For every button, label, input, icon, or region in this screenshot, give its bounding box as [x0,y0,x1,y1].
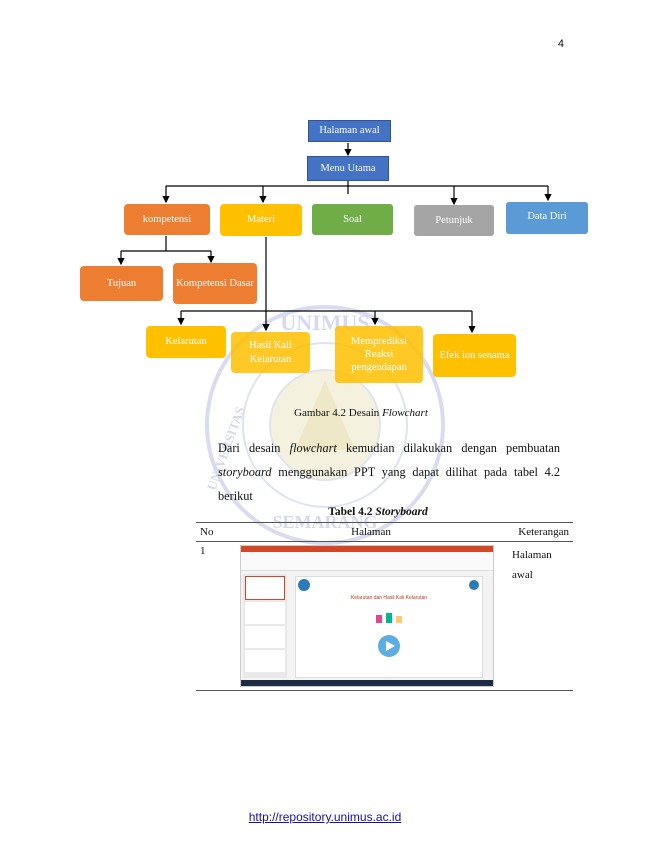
logo-icon [298,579,310,591]
data-diri-label: Data Diri [527,211,567,222]
figure-caption-prefix: Gambar 4.2 Desain [294,407,383,419]
table-caption-italic: Storyboard [375,506,428,518]
menu-utama-label: Menu Utama [320,162,376,174]
para-text-3: menggunakan PPT yang dapat dilihat pada … [271,465,560,479]
keterangan-line-1: Halaman [512,549,552,561]
halaman-awal-box: Halaman awal [308,120,391,142]
figure-caption: Gambar 4.2 Desain Flowchart [196,407,526,419]
kompetensi-dasar-box: Kompetensi Dasar [173,263,257,304]
ribbon-toolbar [241,552,493,571]
data-diri-box: Data Diri [506,202,588,234]
menu-utama-box: Menu Utama [307,156,389,181]
body-paragraph: Dari desain flowchart kemudian dilakukan… [218,436,560,508]
para-text-1: Dari desain [218,441,290,455]
keterangan-line-2: awal [512,569,533,581]
hasil-kali-kelarutan-box: Hasil Kali Kelarutan [231,332,310,373]
storyboard-table: No Halaman Keterangan 1 [196,522,573,691]
halaman-awal-label: Halaman awal [319,125,380,137]
para-italic-flowchart: flowchart [289,441,337,455]
play-button-icon [378,635,400,657]
para-text-4: berikut [218,489,253,503]
page-number: 4 [557,38,564,50]
table-header-row: No Halaman Keterangan [196,522,573,542]
kompetensi-dasar-label: Kompetensi Dasar [176,277,254,289]
memprediksi-label: Memprediksi Reaksi pengendapan [351,335,407,374]
info-icon [469,580,479,590]
slide-canvas: Kelarutan dan Hasil Kali Kelarutan [295,576,483,678]
table-row: 1 Kela [196,541,573,691]
kelarutan-box: Kelarutan [146,326,226,358]
para-text-2: kemudian dilakukan dengan pembuatan [336,441,560,455]
memprediksi-box: Memprediksi Reaksi pengendapan [335,326,423,383]
cell-halaman: Kelarutan dan Hasil Kali Kelarutan [236,541,506,691]
soal-label: Soal [343,213,362,225]
cell-no: 1 [196,541,236,691]
header-no: No [196,522,236,542]
petunjuk-label: Petunjuk [435,214,473,226]
slide-title: Kelarutan dan Hasil Kali Kelarutan [350,595,428,601]
slide-screenshot: Kelarutan dan Hasil Kali Kelarutan [240,545,494,687]
repository-link[interactable]: http://repository.unimus.ac.id [248,810,402,824]
kompetensi-box: kompetensi [124,204,210,235]
tujuan-label: Tujuan [106,277,137,289]
header-halaman: Halaman [236,522,506,542]
figure-caption-italic: Flowchart [382,407,428,419]
kompetensi-label: kompetensi [142,213,192,225]
materi-label: Materi [247,214,275,226]
table-caption-prefix: Tabel 4.2 [328,506,376,518]
kelarutan-label: Kelarutan [165,336,207,348]
soal-box: Soal [312,204,393,235]
header-keterangan: Keterangan [506,522,573,542]
beaker-illustration [374,611,404,625]
taskbar [241,680,493,686]
efek-ion-senama-label: Efek ion senama [439,349,510,361]
petunjuk-box: Petunjuk [414,205,494,236]
materi-box: Materi [220,204,302,236]
table-caption: Tabel 4.2 Storyboard [196,506,560,518]
slide-thumbnails-pane [243,574,287,678]
ribbon-bar [241,546,493,552]
hasil-kali-kelarutan-label: Hasil Kali Kelarutan [249,340,292,365]
para-italic-storyboard: storyboard [218,465,272,479]
tujuan-box: Tujuan [80,266,163,301]
efek-ion-senama-box: Efek ion senama [433,334,516,377]
cell-keterangan: Halaman awal [506,541,573,691]
